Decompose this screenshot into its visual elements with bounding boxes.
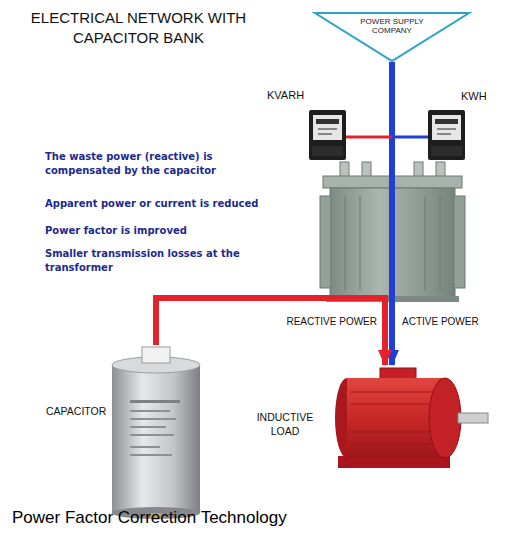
flow-label: ACTIVE POWER bbox=[402, 316, 479, 327]
note-text: The waste power (reactive) is compensate… bbox=[45, 150, 253, 177]
capacitor-print bbox=[130, 446, 160, 448]
motor-rib bbox=[350, 404, 440, 405]
capacitor-print bbox=[130, 454, 172, 456]
transformer-cover bbox=[323, 176, 462, 188]
capacitor-unit: CAPACITOR bbox=[110, 345, 202, 517]
motor-endbell bbox=[429, 378, 461, 458]
transformer-rib bbox=[425, 196, 426, 290]
flow-label: REACTIVE POWER bbox=[262, 316, 377, 327]
meter-print bbox=[437, 128, 456, 130]
diagram-title: ELECTRICAL NETWORK WITH CAPACITOR BANK bbox=[16, 8, 261, 49]
meter-case bbox=[428, 110, 465, 160]
capacitor-terminal bbox=[142, 347, 170, 363]
node-label: KVARH bbox=[267, 89, 327, 102]
transformer-tank bbox=[330, 188, 455, 298]
motor-shaft bbox=[458, 413, 488, 423]
meter-counter bbox=[316, 119, 339, 124]
transformer-illustration bbox=[320, 162, 465, 302]
power-line bbox=[346, 136, 428, 139]
motor-rib bbox=[350, 432, 440, 433]
inductive-load: INDUCTIVE LOAD bbox=[330, 365, 490, 470]
meter-print bbox=[437, 133, 451, 135]
kvarh-meter-art bbox=[309, 110, 346, 160]
kvarh-meter: KVARH bbox=[309, 110, 346, 160]
kwh-meter: KWH bbox=[428, 110, 465, 160]
meter-terminal bbox=[431, 146, 462, 156]
meter-terminal bbox=[312, 146, 343, 156]
capacitor-print bbox=[130, 410, 170, 412]
node-label: INDUCTIVE LOAD bbox=[246, 411, 324, 438]
transformer-rib bbox=[360, 196, 361, 290]
transformer-rib bbox=[345, 196, 346, 290]
meter-print bbox=[318, 128, 337, 130]
supply-triangle: POWER SUPPLY COMPANY bbox=[314, 12, 470, 62]
node-label: KWH bbox=[461, 90, 511, 103]
transformer-fin bbox=[454, 196, 465, 288]
motor-illustration bbox=[335, 368, 488, 468]
node-label: CAPACITOR bbox=[46, 405, 108, 419]
transformer-base bbox=[326, 296, 459, 302]
power-line bbox=[156, 298, 385, 365]
meter-face bbox=[313, 115, 342, 140]
triangle-shape bbox=[315, 13, 469, 61]
power-line bbox=[389, 62, 395, 365]
note-text: Power factor is improved bbox=[45, 224, 275, 238]
capacitor-print bbox=[130, 400, 180, 403]
capacitor-can bbox=[112, 365, 200, 513]
transformer-rib bbox=[440, 196, 441, 290]
meter-counter bbox=[435, 119, 458, 124]
motor-rib bbox=[350, 392, 440, 393]
meter-face bbox=[432, 115, 461, 140]
capacitor-illustration bbox=[112, 347, 200, 519]
meter-case bbox=[309, 110, 346, 160]
node-label: POWER SUPPLY COMPANY bbox=[344, 17, 440, 35]
capacitor-print bbox=[130, 426, 166, 428]
motor-rib bbox=[350, 444, 440, 445]
meter-print bbox=[318, 133, 332, 135]
capacitor-print bbox=[130, 418, 176, 420]
note-text: Apparent power or current is reduced bbox=[45, 197, 275, 211]
capacitor-print bbox=[130, 434, 174, 436]
kwh-meter-art bbox=[428, 110, 465, 160]
note-text: Smaller transmission losses at the trans… bbox=[45, 247, 241, 274]
diagram-caption: Power Factor Correction Technology bbox=[12, 508, 287, 528]
transformer-fin bbox=[320, 196, 331, 288]
